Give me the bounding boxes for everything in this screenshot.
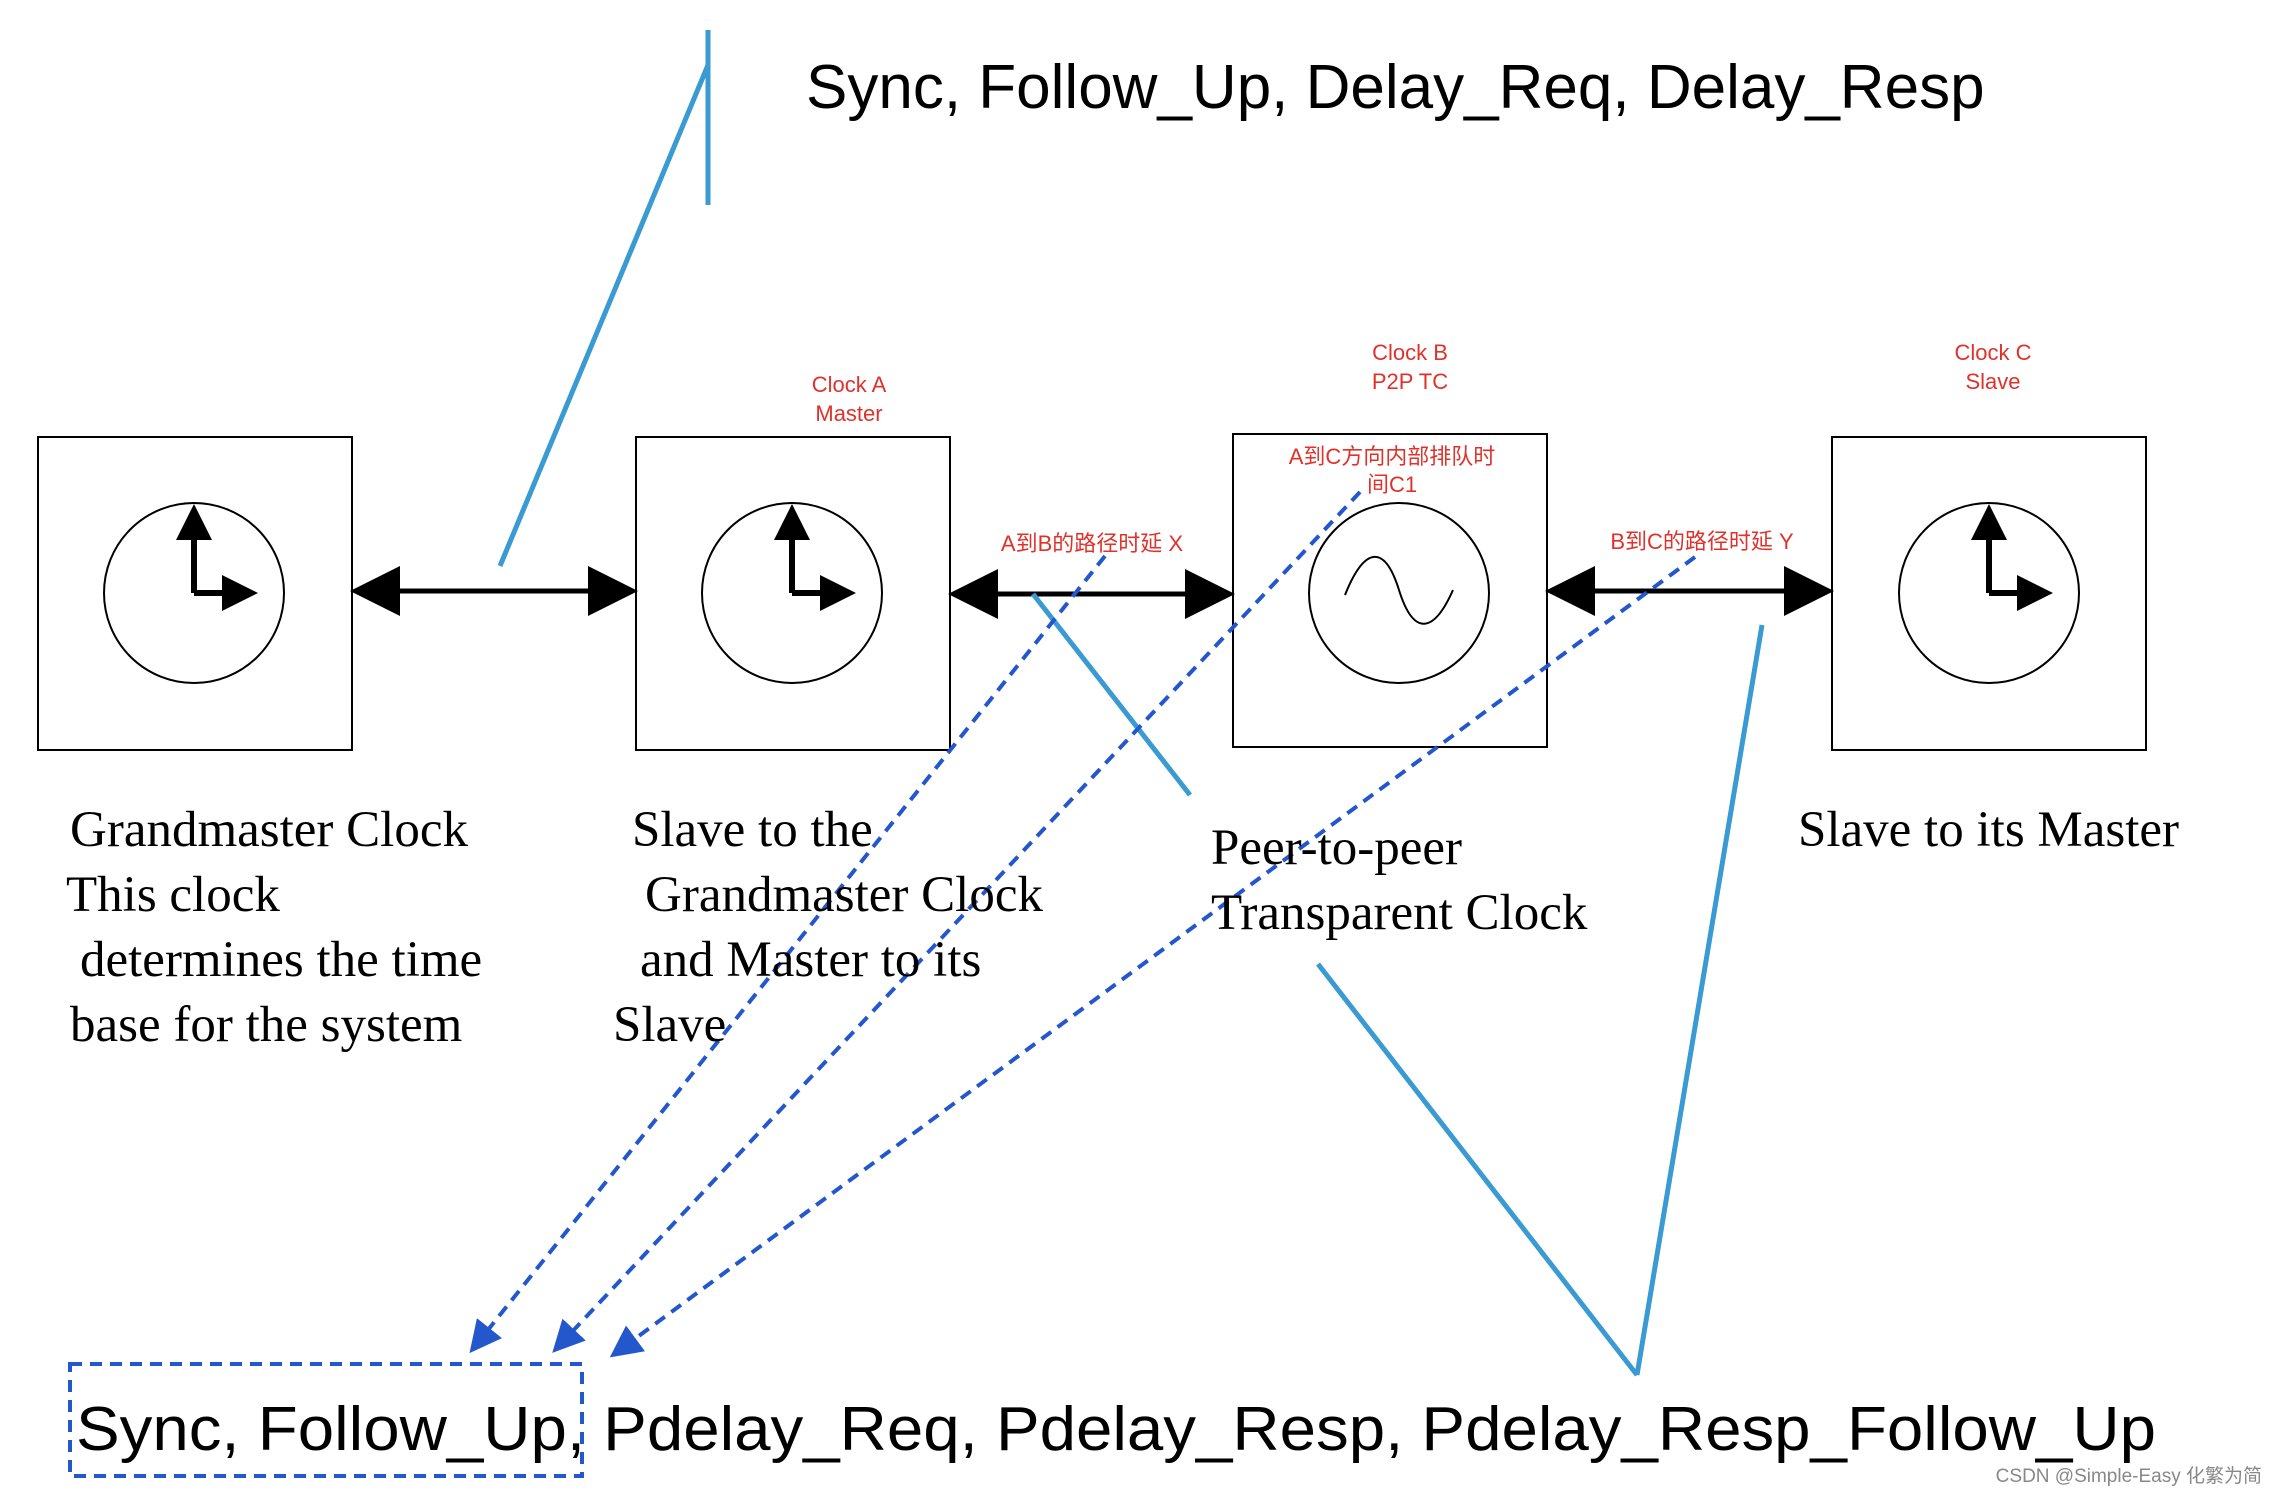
grandmaster-clock-box xyxy=(37,436,353,751)
svg-text:Slave to its Master: Slave to its Master xyxy=(1798,802,2179,858)
clock-a-box xyxy=(635,436,951,751)
clock-c-name: Clock C xyxy=(1954,340,2031,365)
clock-icon xyxy=(103,502,285,684)
svg-text:This clock: This clock xyxy=(66,867,280,923)
clock-b-queue-label: A到C方向内部排队时 xyxy=(1289,444,1496,469)
clock-c-role: Slave xyxy=(1965,369,2020,394)
svg-text:determines the time: determines the time xyxy=(80,932,482,988)
clock-b-box xyxy=(1232,433,1548,748)
clock-b-name: Clock B xyxy=(1372,340,1448,365)
callout-lines xyxy=(497,30,1765,1377)
clock-b-queue-label-cont: 间C1 xyxy=(1367,472,1417,497)
bottom-message-label: Sync, Follow_Up, Pdelay_Req, Pdelay_Resp… xyxy=(76,1395,2156,1464)
clock-icon xyxy=(701,502,883,684)
clock-a-role: Master xyxy=(815,401,882,426)
oscillator-icon xyxy=(1308,502,1490,684)
clock-c-box xyxy=(1831,436,2147,751)
link-ab-delay-label: A到B的路径时延 X xyxy=(1001,531,1183,556)
svg-text:and Master to its: and Master to its xyxy=(640,932,981,988)
dashed-pointer-lines xyxy=(469,490,1697,1358)
svg-text:Peer-to-peer: Peer-to-peer xyxy=(1211,820,1462,876)
link-bc-delay-label: B到C的路径时延 Y xyxy=(1610,529,1794,554)
svg-text:Transparent Clock: Transparent Clock xyxy=(1211,885,1588,941)
clock-b-role: P2P TC xyxy=(1372,369,1448,394)
svg-text:Grandmaster Clock: Grandmaster Clock xyxy=(70,802,468,858)
svg-text:Grandmaster Clock: Grandmaster Clock xyxy=(645,867,1043,923)
clock-icon xyxy=(1898,502,2080,684)
svg-text:Slave to the: Slave to the xyxy=(632,802,873,858)
bottom-highlight-box xyxy=(68,1362,584,1478)
top-message-label: Sync, Follow_Up, Delay_Req, Delay_Resp xyxy=(806,53,1985,122)
svg-text:base for the system: base for the system xyxy=(70,997,462,1053)
grandmaster-caption: Grandmaster Clock This clock determines … xyxy=(66,802,482,1053)
transparent-clock-caption: Peer-to-peer Transparent Clock xyxy=(1211,820,1588,941)
boundary-clock-caption: Slave to the Grandmaster Clock and Maste… xyxy=(613,802,1043,1053)
slave-caption: Slave to its Master xyxy=(1798,802,2179,858)
svg-text:Slave: Slave xyxy=(613,997,726,1053)
clock-a-name: Clock A xyxy=(812,372,887,397)
watermark: CSDN @Simple-Easy 化繁为简 xyxy=(1996,1465,2262,1487)
